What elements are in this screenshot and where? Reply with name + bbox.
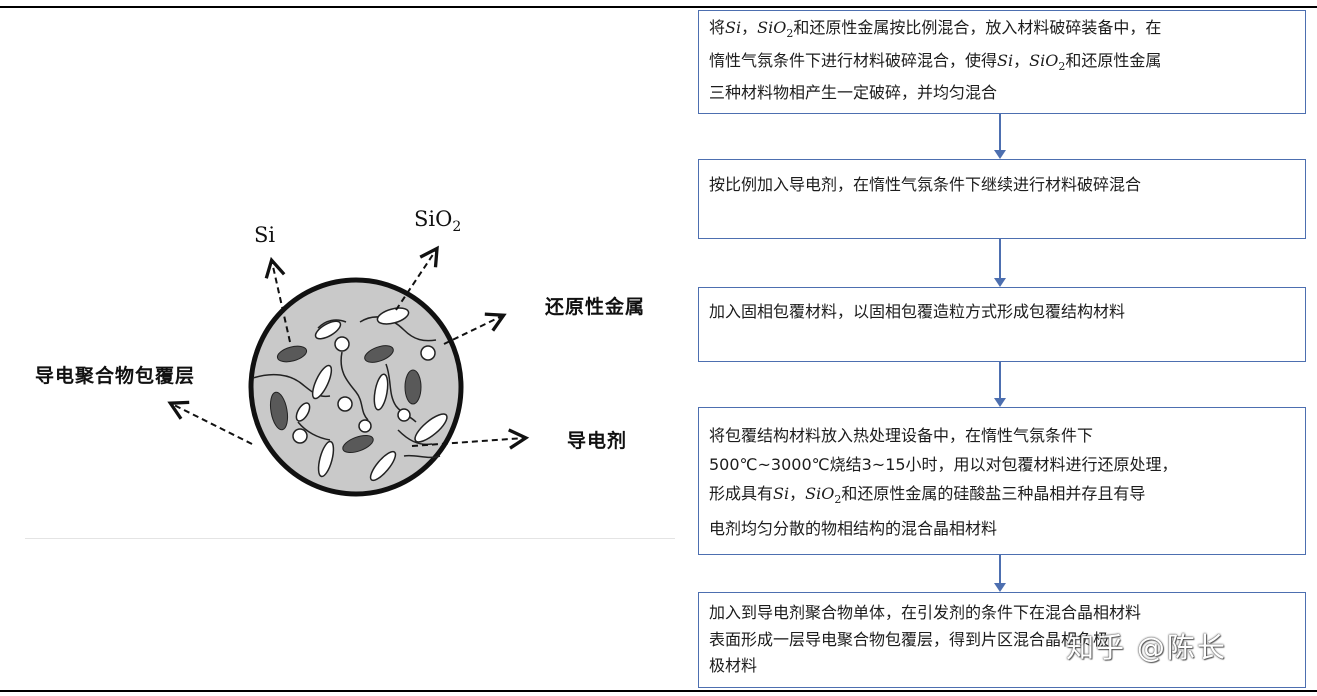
step-1-line-3: 三种材料物相产生一定破碎，并均匀混合 (709, 83, 998, 103)
flow-step-3: 加入固相包覆材料，以固相包覆造粒方式形成包覆结构材料 (698, 287, 1306, 362)
step-5-line-3: 极材料 (709, 656, 758, 675)
step-5-line-1: 加入到导电剂聚合物单体，在引发剂的条件下在混合晶相材料 (709, 603, 1142, 622)
reducing-metal-phase (269, 345, 422, 454)
watermark: 知乎 @陈长 (1066, 631, 1227, 664)
sio2-arrow (395, 245, 439, 311)
step-4-line-2: 500℃~3000℃烧结3~15小时，用以对包覆材料进行还原处理， (709, 455, 1178, 474)
bottom-rule (0, 690, 1317, 692)
metal-arrow (443, 312, 507, 345)
flow-arrow-2 (994, 239, 1006, 287)
label-conductive-polymer-coating: 导电聚合物包覆层 (35, 365, 196, 387)
flow-step-2: 按比例加入导电剂，在惰性气氛条件下继续进行材料破碎混合 (698, 159, 1306, 239)
step-1-line-2: 惰性气氛条件下进行材料破碎混合，使得Si，SiO2和还原性金属 (709, 50, 1162, 73)
step-4-line-1: 将包覆结构材料放入热处理设备中，在惰性气氛条件下 (709, 426, 1094, 445)
flow-step-4: 将包覆结构材料放入热处理设备中，在惰性气氛条件下 500℃~3000℃烧结3~1… (698, 407, 1306, 555)
composite-particle-schematic (167, 245, 530, 497)
coating-arrow (167, 400, 253, 445)
si-arrow (264, 256, 291, 343)
label-conductive-agent: 导电剂 (567, 430, 628, 452)
flow-arrow-1 (994, 114, 1006, 159)
flow-step-5: 加入到导电剂聚合物单体，在引发剂的条件下在混合晶相材料 表面形成一层导电聚合物包… (698, 592, 1306, 688)
flow-arrow-4 (994, 555, 1006, 592)
step-3-text: 加入固相包覆材料，以固相包覆造粒方式形成包覆结构材料 (709, 302, 1126, 321)
step-2-text: 按比例加入导电剂，在惰性气氛条件下继续进行材料破碎混合 (709, 175, 1142, 194)
step-5-line-2: 表面形成一层导电聚合物包覆层，得到片区混合晶相负极 (709, 629, 1110, 649)
flow-step-1: 将Si，SiO2和还原性金属按比例混合，放入材料破碎装备中，在 惰性气氛条件下进… (698, 10, 1306, 114)
agent-arrow (411, 428, 530, 450)
si-particles (292, 336, 436, 444)
top-rule (0, 6, 1317, 8)
step-1-line-1: 将Si，SiO2和还原性金属按比例混合，放入材料破碎装备中，在 (709, 18, 1162, 41)
step-4-line-3: 形成具有Si，SiO2和还原性金属的硅酸盐三种晶相并存且有导 (709, 484, 1146, 507)
flow-arrow-3 (994, 362, 1006, 407)
label-si: Si (254, 223, 276, 247)
label-sio2: SiO2 (414, 207, 462, 236)
label-reducing-metal: 还原性金属 (545, 296, 646, 318)
step-4-line-4: 电剂均匀分散的物相结构的混合晶相材料 (709, 519, 998, 539)
left-panel-baseline (25, 538, 675, 539)
callout-arrows (167, 245, 530, 450)
sio2-phase (295, 307, 448, 482)
